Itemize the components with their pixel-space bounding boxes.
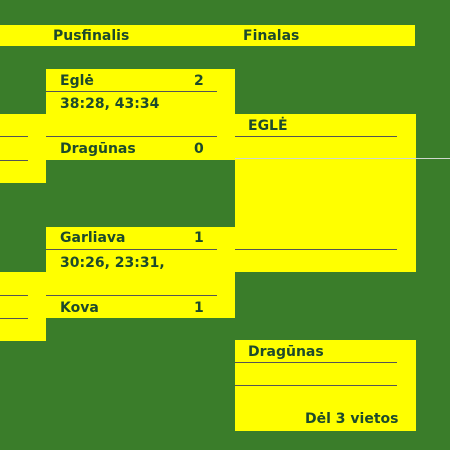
semifinal-2-team-b-name: Kova (60, 300, 99, 316)
semifinal-1-divider (46, 136, 217, 137)
semifinal-2-team-a-score: 1 (194, 230, 204, 246)
semifinal-1-divider (46, 91, 217, 92)
third-place-divider (235, 385, 397, 386)
left-edge-divider (0, 136, 28, 137)
header-bar (0, 25, 415, 46)
third-place-divider (235, 362, 397, 363)
third-place-team: Dragūnas (248, 344, 324, 360)
left-edge-block-2 (0, 272, 46, 341)
final-card (235, 114, 416, 272)
final-divider (235, 249, 397, 250)
semifinal-2-team-a-name: Garliava (60, 230, 126, 246)
final-winner: EGLĖ (248, 118, 288, 134)
semifinal-1-team-a-score: 2 (194, 73, 204, 89)
third-place-label: Dėl 3 vietos (305, 411, 399, 427)
finals-heading: Finalas (243, 28, 300, 44)
semifinals-heading: Pusfinalis (53, 28, 130, 44)
left-edge-divider (0, 160, 28, 161)
semifinal-2-sets: 30:26, 23:31, (60, 255, 165, 271)
left-edge-divider (0, 295, 28, 296)
semifinal-2-card (46, 227, 235, 318)
semifinal-2-divider (46, 295, 217, 296)
connector-line (235, 158, 450, 159)
semifinal-2-divider (46, 249, 217, 250)
semifinal-1-team-a-name: Eglė (60, 73, 94, 89)
semifinal-1-sets: 38:28, 43:34 (60, 96, 160, 112)
semifinal-1-team-b-name: Dragūnas (60, 141, 136, 157)
final-divider (235, 136, 397, 137)
left-edge-divider (0, 318, 28, 319)
semifinal-2-team-b-score: 1 (194, 300, 204, 316)
semifinal-1-team-b-score: 0 (194, 141, 204, 157)
semifinal-1-card (46, 69, 235, 160)
left-edge-block-1 (0, 114, 46, 183)
